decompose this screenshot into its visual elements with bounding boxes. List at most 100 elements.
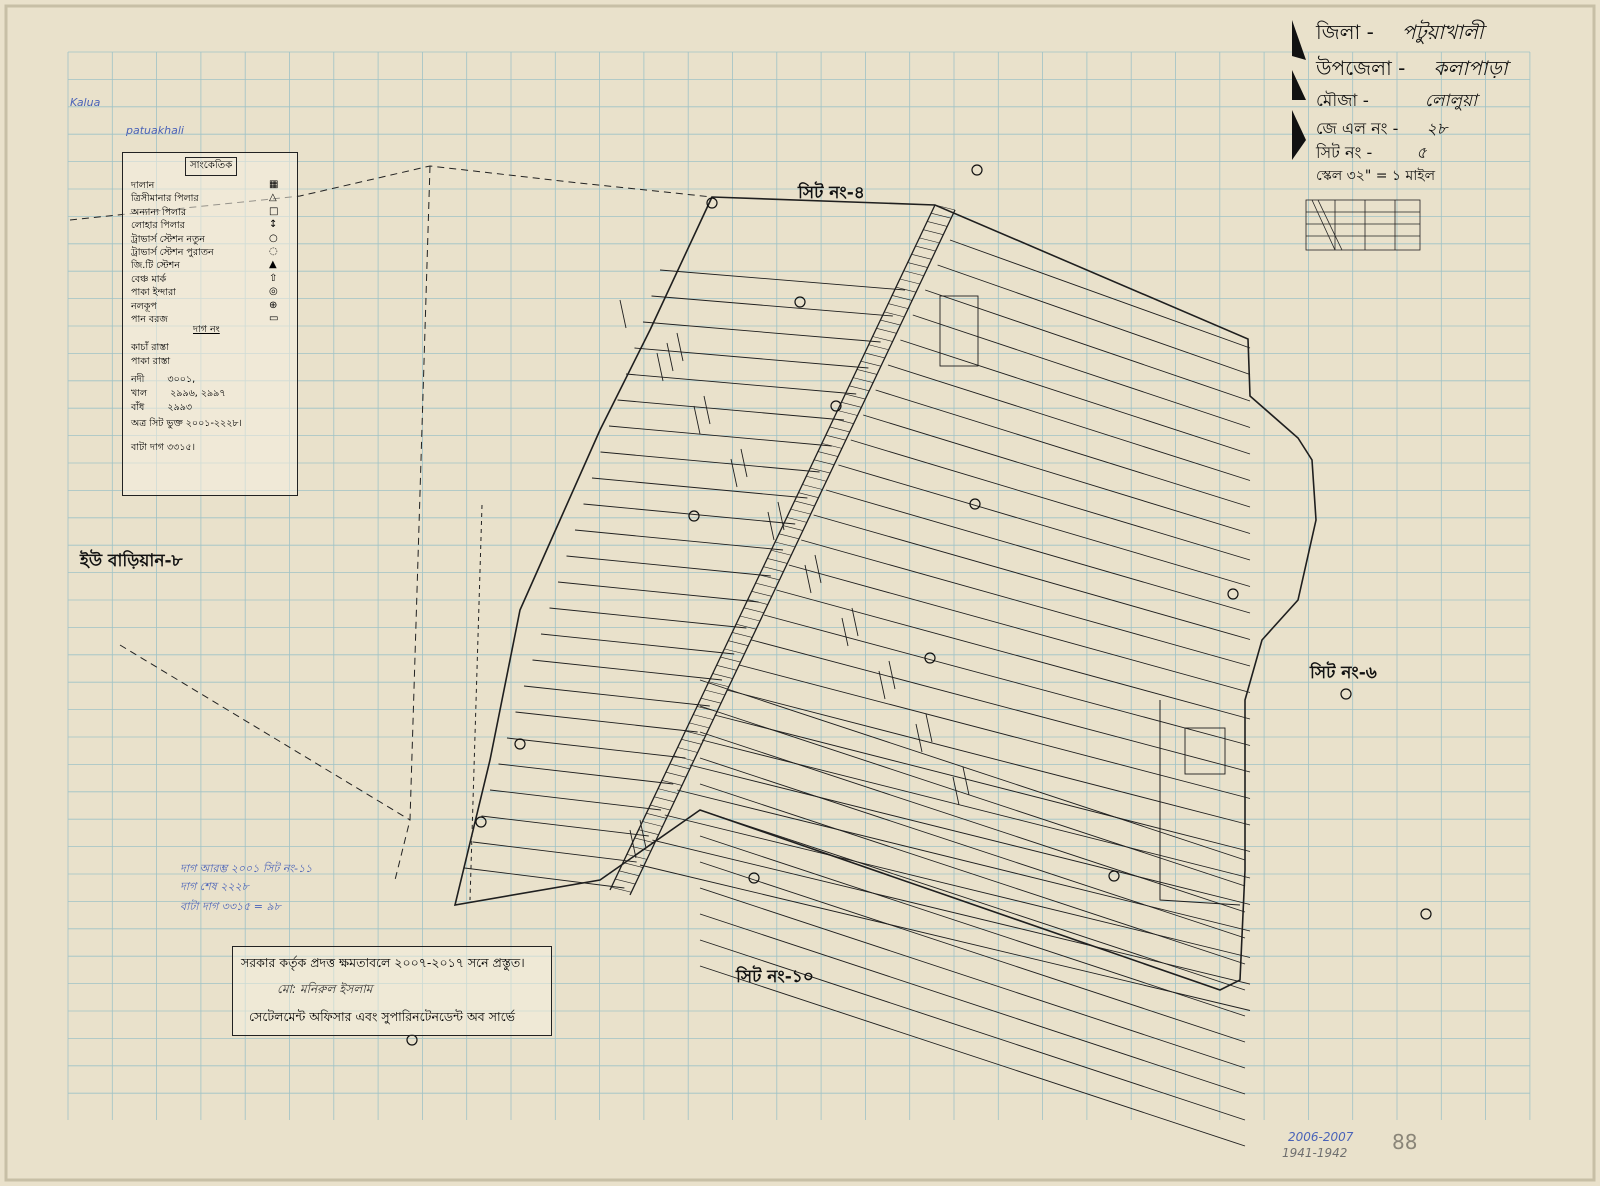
parcel-strip-west bbox=[557, 581, 759, 603]
parcel-strip-south bbox=[699, 809, 1246, 991]
page-number: 88 bbox=[1392, 1130, 1418, 1154]
road-hatch-line bbox=[775, 541, 796, 548]
legend-symbol-icon: ▦ bbox=[269, 179, 279, 190]
mouza-label: মৌজা - bbox=[1316, 91, 1369, 111]
road-hatch-line bbox=[611, 886, 632, 893]
parcel-strip-east bbox=[689, 764, 1251, 905]
legend-symbol-icon: ◌ bbox=[269, 246, 278, 257]
traverse-station-icon bbox=[971, 164, 983, 176]
note-top-left: Kalua bbox=[70, 96, 101, 109]
parcel-strip-west bbox=[642, 321, 881, 343]
road-hatch-line bbox=[716, 665, 737, 671]
parcel-strip-south bbox=[699, 887, 1246, 1069]
road-hatch-line bbox=[802, 484, 823, 490]
parcel-strip-east bbox=[776, 589, 1251, 720]
parcel-divider bbox=[952, 776, 960, 806]
parcel-strip-east bbox=[726, 689, 1251, 826]
legend-header: সাংকেতিক bbox=[185, 157, 238, 176]
upazila-value: কলাপাড়া bbox=[1433, 56, 1508, 80]
legend-symbol-icon: ◎ bbox=[269, 286, 278, 298]
road-hatch-line bbox=[665, 771, 686, 778]
road-hatch-line bbox=[927, 221, 948, 227]
legend-item: পান বরজ bbox=[131, 314, 168, 325]
note-stats-1: দাগ আরম্ভ ২০০১ সিট নং-১১ bbox=[180, 862, 313, 875]
legend-item: অন্যান্য পিলার bbox=[131, 206, 187, 218]
road-hatch-line bbox=[708, 681, 729, 688]
parcel-strip-south bbox=[699, 861, 1246, 1043]
road-hatch-line bbox=[849, 385, 870, 392]
upazila-label: উপজেলা - bbox=[1316, 56, 1406, 80]
sheet-row: সিট নং -৫ bbox=[1316, 140, 1427, 167]
parcel-strip-west bbox=[532, 659, 723, 681]
parcel-strip-west bbox=[634, 347, 869, 369]
legend-item: ত্রিসীমানার পিলার bbox=[131, 193, 199, 205]
road-hatch-line bbox=[739, 615, 761, 622]
parcel-strip-east bbox=[714, 714, 1251, 852]
road-hatch-line bbox=[915, 245, 936, 252]
traverse-station-icon bbox=[924, 652, 936, 664]
parcel-divider bbox=[804, 564, 812, 594]
legend-item: বেঞ্চ মার্ক bbox=[131, 273, 167, 285]
road-hatch-line bbox=[681, 739, 702, 745]
adjacent-sheet-east: সিট নং-৬ bbox=[1310, 663, 1377, 683]
road-hatch-line bbox=[864, 352, 885, 359]
parcel-strip-east bbox=[739, 664, 1251, 799]
traverse-station-icon bbox=[1108, 870, 1120, 882]
parcel-divider bbox=[619, 299, 627, 329]
parcel-strip-west bbox=[549, 607, 747, 629]
road-hatch-line bbox=[841, 401, 862, 408]
parcel-strip-west bbox=[600, 451, 820, 473]
road-hatch-line bbox=[646, 812, 667, 819]
river-value: ৩০০১, bbox=[167, 374, 196, 385]
road-hatch-line bbox=[868, 344, 889, 351]
traverse-station-icon bbox=[830, 400, 842, 412]
embankment-value: ২৯৯৩ bbox=[167, 402, 193, 413]
legend-item: দালান bbox=[131, 180, 155, 191]
traverse-station-icon bbox=[794, 296, 806, 308]
traverse-station-icon bbox=[514, 738, 526, 750]
parcel-divider bbox=[962, 766, 970, 796]
road-hatch-line bbox=[853, 377, 874, 383]
road-hatch-line bbox=[763, 566, 784, 572]
parcel-divider bbox=[730, 458, 738, 488]
legend-extra-dag: বাটা দাগ ৩৩১৫। bbox=[131, 442, 196, 453]
parcel-strip-east bbox=[639, 864, 1251, 1011]
parcel-strip-south bbox=[699, 913, 1246, 1095]
legend-symbol-icon: □ bbox=[269, 205, 279, 217]
parcel-strip-east bbox=[887, 364, 1251, 481]
road-hatch-line bbox=[693, 714, 714, 720]
legend-symbol-icon: ▭ bbox=[269, 313, 279, 324]
parcel-strip-east bbox=[925, 289, 1251, 402]
road-hatch-line bbox=[880, 319, 901, 326]
parcel-divider bbox=[925, 713, 933, 743]
road-hatch-line bbox=[899, 278, 920, 285]
parcel-divider bbox=[639, 819, 647, 849]
legend-river: নদী ৩০০১, bbox=[131, 373, 195, 388]
parcel-divider bbox=[841, 617, 849, 647]
note-stats-2: দাগ শেষ ২২২৮ bbox=[180, 880, 249, 893]
road-hatch-line bbox=[619, 870, 640, 877]
road-hatch-line bbox=[782, 525, 803, 531]
road-hatch-line bbox=[825, 434, 846, 441]
scale-text: স্কেল ৩২" = ১ মাইল bbox=[1316, 168, 1436, 184]
parcel-divider bbox=[814, 554, 822, 584]
road-hatch-line bbox=[650, 804, 671, 811]
parcel-strip-east bbox=[788, 564, 1251, 693]
parcel-strip-west bbox=[472, 841, 637, 863]
traverse-stations bbox=[406, 164, 1432, 1046]
parcel-strip-east bbox=[813, 514, 1251, 640]
cadastral-parcels bbox=[453, 196, 1317, 1147]
parcel-strip-south bbox=[699, 939, 1246, 1121]
road-hatch-line bbox=[814, 459, 835, 466]
road-hatch-line bbox=[704, 689, 725, 696]
legend-kacha-road: কাচাঁ রাস্তা bbox=[131, 342, 169, 353]
parcel-strip-west bbox=[481, 815, 649, 837]
legend-item: লোহার পিলার bbox=[131, 220, 185, 232]
district-value: পটুয়াখালী bbox=[1401, 20, 1484, 44]
river-label: নদী bbox=[131, 374, 145, 385]
north-arrow-low-icon bbox=[1292, 110, 1306, 160]
building-block-north bbox=[939, 295, 979, 367]
parcel-strip-west bbox=[608, 425, 832, 447]
mouza-row: মৌজা -লোলুয়া bbox=[1316, 88, 1477, 116]
parcel-strip-south bbox=[699, 679, 1246, 861]
